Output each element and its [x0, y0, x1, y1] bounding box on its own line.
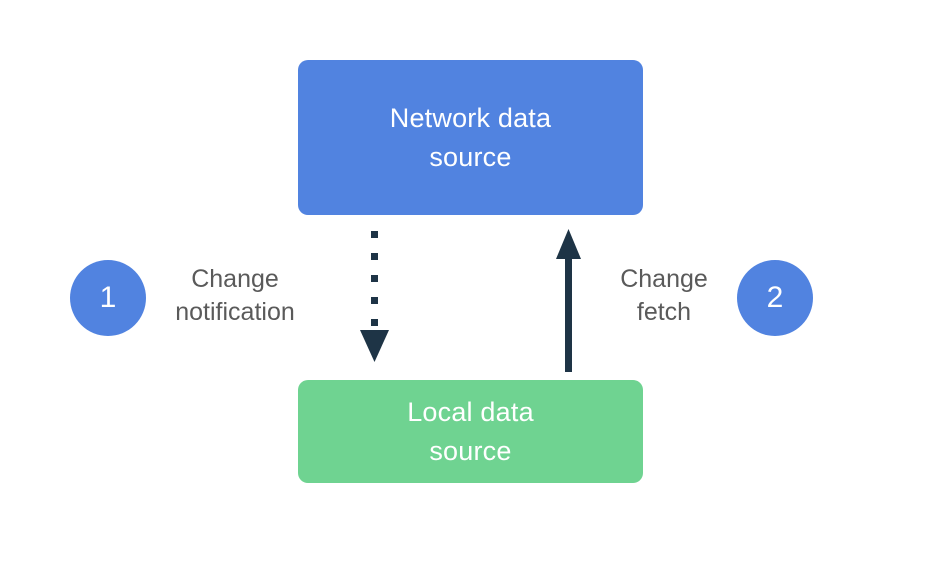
node-network-label-line1: Network data — [389, 102, 552, 133]
node-local-label-line2: source — [429, 435, 512, 466]
step-badge-one[interactable]: 1 — [70, 260, 146, 336]
edge-label-change-notification-line2: notification — [175, 298, 295, 326]
node-local-data-source[interactable]: Local data source — [298, 380, 643, 483]
node-network-data-source[interactable]: Network data source — [298, 60, 643, 215]
dotted-down-arrow-icon — [360, 231, 389, 362]
node-local-data-source-label: Local data source — [407, 393, 534, 471]
edge-label-change-fetch-line1: Change — [620, 265, 708, 293]
step-badge-two[interactable]: 2 — [737, 260, 813, 336]
edge-label-change-fetch: Change fetch — [597, 263, 731, 329]
edge-label-change-notification: Change notification — [156, 263, 314, 329]
step-badge-one-label: 1 — [99, 281, 117, 314]
node-network-label-line2: source — [429, 141, 512, 172]
solid-up-arrow-icon — [556, 229, 581, 372]
edge-label-change-notification-line1: Change — [191, 265, 279, 293]
step-badge-two-label: 2 — [766, 281, 784, 314]
node-network-data-source-label: Network data source — [390, 99, 551, 177]
edge-label-change-fetch-line2: fetch — [636, 298, 692, 326]
node-local-label-line1: Local data — [407, 396, 534, 427]
